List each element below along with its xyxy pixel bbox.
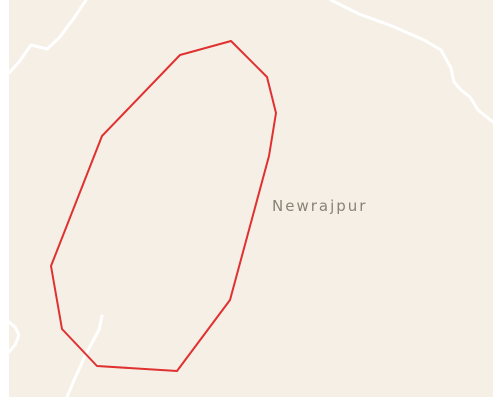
map-view[interactable]: Newrajpur	[9, 0, 493, 397]
road-top-right	[329, 0, 493, 124]
road-top-left	[9, 0, 88, 75]
land-background	[9, 0, 493, 397]
place-label-newrajpur: Newrajpur	[272, 197, 368, 215]
roads	[9, 0, 493, 397]
boundary-polygon[interactable]	[50, 40, 277, 372]
map-canvas	[9, 0, 493, 397]
road-bottom-left	[9, 320, 21, 354]
road-bottom-curve	[65, 314, 104, 397]
